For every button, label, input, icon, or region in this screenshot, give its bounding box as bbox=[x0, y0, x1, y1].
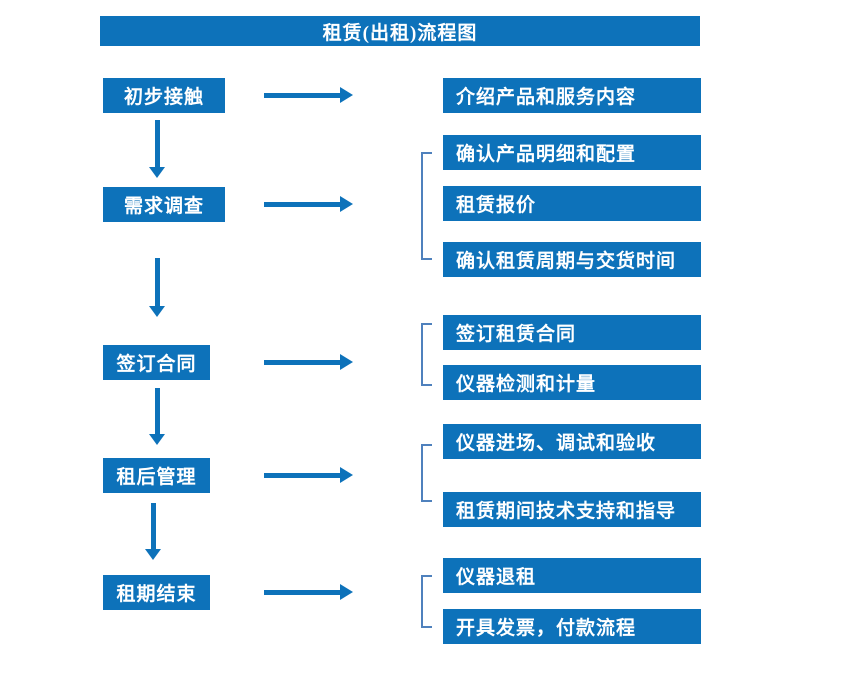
arrow-down-icon bbox=[149, 120, 165, 178]
step-box-initial-contact: 初步接触 bbox=[103, 78, 225, 113]
step-box-sign-contract: 签订合同 bbox=[103, 345, 210, 380]
detail-box-tech-support: 租赁期间技术支持和指导 bbox=[443, 492, 701, 527]
detail-box-confirm-config: 确认产品明细和配置 bbox=[443, 135, 701, 170]
arrow-right-icon bbox=[264, 467, 353, 483]
detail-box-intro-products: 介绍产品和服务内容 bbox=[443, 78, 701, 113]
arrow-down-icon bbox=[145, 503, 161, 560]
arrow-right-icon bbox=[264, 354, 353, 370]
step-box-rental-end: 租期结束 bbox=[103, 575, 210, 610]
step-box-post-rental: 租后管理 bbox=[103, 458, 210, 493]
page-title: 租赁(出租)流程图 bbox=[100, 16, 700, 46]
group-bracket bbox=[421, 444, 432, 502]
arrow-down-icon bbox=[149, 388, 165, 445]
detail-box-instrument-testing: 仪器检测和计量 bbox=[443, 365, 701, 400]
detail-box-rental-quote: 租赁报价 bbox=[443, 186, 701, 221]
arrow-right-icon bbox=[264, 584, 353, 600]
group-bracket bbox=[421, 575, 432, 628]
group-bracket bbox=[421, 152, 432, 260]
step-box-demand-survey: 需求调查 bbox=[103, 187, 225, 222]
detail-box-invoice-payment: 开具发票，付款流程 bbox=[443, 609, 701, 644]
detail-box-instrument-return: 仪器退租 bbox=[443, 558, 701, 593]
arrow-right-icon bbox=[264, 196, 353, 212]
detail-box-confirm-period: 确认租赁周期与交货时间 bbox=[443, 242, 701, 277]
detail-box-sign-rental-contract: 签订租赁合同 bbox=[443, 315, 701, 350]
detail-box-instrument-setup: 仪器进场、调试和验收 bbox=[443, 424, 701, 459]
arrow-down-icon bbox=[149, 258, 165, 317]
group-bracket bbox=[421, 323, 432, 386]
arrow-right-icon bbox=[264, 87, 353, 103]
